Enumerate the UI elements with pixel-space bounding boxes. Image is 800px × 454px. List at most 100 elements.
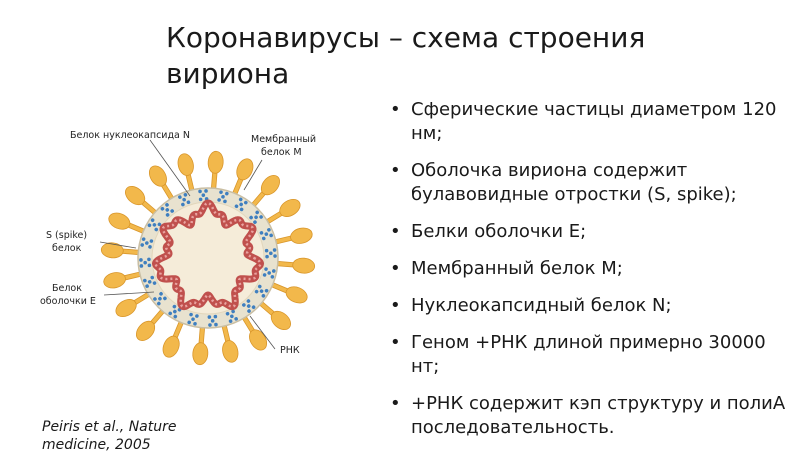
membrane-protein-dot (168, 311, 172, 316)
label-nucleocapsid: Белок нуклеокапсида N (70, 130, 190, 141)
membrane-protein-dot (165, 213, 170, 217)
leader-line (249, 315, 276, 350)
membrane-protein (168, 304, 182, 319)
membrane-protein-dot (147, 223, 152, 228)
membrane-protein-dot (152, 281, 157, 285)
membrane-protein-dot (183, 193, 188, 197)
membrane-protein-dot (147, 263, 152, 268)
membrane-protein (217, 190, 229, 204)
spike-head (222, 340, 239, 363)
membrane-protein-dot (159, 292, 163, 296)
membrane-protein-dot (239, 202, 243, 207)
membrane-protein-dot (246, 304, 251, 308)
membrane-protein-dot (271, 269, 276, 273)
membrane-protein-dot (259, 231, 264, 235)
membrane-protein-dot (143, 260, 147, 265)
membrane-protein-dot (228, 319, 233, 323)
membrane-protein-dot (189, 312, 193, 317)
spike-head (292, 257, 316, 274)
membrane-protein-dot (147, 280, 152, 284)
virion-icon: Белок нуклеокапсида N Мембранный белок M… (40, 130, 316, 366)
membrane-protein (242, 299, 256, 313)
spike-protein (262, 198, 301, 227)
leader-line (103, 291, 155, 296)
membrane-protein (249, 210, 263, 224)
spike-head (285, 286, 308, 304)
membrane-protein-dot (259, 289, 264, 293)
membrane-protein-dot (165, 208, 170, 212)
membrane-protein (143, 275, 157, 288)
bullet-item: Сферические частицы диаметром 120 нм; (390, 98, 790, 146)
membrane-protein-dot (249, 215, 253, 220)
spike-head (100, 242, 124, 259)
membrane-protein (140, 237, 154, 249)
membrane-protein-dot (157, 222, 162, 227)
membrane-protein-dot (255, 210, 259, 215)
spike-head (177, 153, 194, 176)
membrane-protein-dot (264, 232, 269, 236)
membrane-protein-dot (261, 294, 266, 298)
spike-head (162, 335, 180, 358)
bullet-item: Мембранный белок M; (390, 257, 790, 281)
membrane-protein-dot (214, 322, 218, 327)
membrane-protein-dot (193, 321, 197, 326)
membrane-protein-dot (173, 309, 177, 314)
membrane-protein-dot (204, 189, 208, 193)
membrane-protein-dot (157, 301, 161, 306)
membrane-protein-dot (149, 239, 154, 243)
membrane-protein-dot (153, 297, 157, 301)
membrane-protein-dot (158, 296, 162, 301)
spike-protein (207, 150, 224, 193)
spike-head (249, 329, 268, 351)
membrane-protein-dot (231, 309, 235, 314)
membrane-protein-dot (251, 305, 256, 309)
membrane-protein-dot (264, 267, 268, 271)
membrane-protein-dot (259, 215, 263, 219)
rna-strand-highlight (154, 201, 262, 308)
label-spike-line1: S (spike) (46, 230, 87, 241)
membrane-protein (178, 193, 191, 207)
membrane-protein-dot (254, 289, 259, 294)
spike-head (192, 342, 209, 366)
membrane-protein-dot (273, 254, 277, 258)
membrane-protein-dot (181, 202, 185, 207)
membrane-protein-dot (242, 303, 246, 307)
membrane-protein-dot (272, 248, 277, 252)
membrane-protein-dot (160, 207, 165, 211)
membrane-protein-dot (265, 254, 269, 259)
leader-line (149, 139, 191, 197)
spike-head (260, 175, 280, 196)
membrane-protein-dot (163, 296, 167, 301)
membrane-protein (259, 228, 273, 241)
membrane-protein-dot (207, 315, 212, 319)
membrane-protein-dot (267, 228, 271, 232)
label-membrane-line1: Мембранный (251, 134, 316, 145)
membrane-protein-dot (198, 189, 202, 194)
membrane-protein-dot (187, 320, 191, 325)
membrane-protein-dot (182, 197, 186, 202)
membrane-protein-dot (261, 236, 266, 241)
membrane-protein-dot (264, 248, 269, 253)
membrane-protein-dot (154, 227, 159, 232)
membrane-protein-dot (147, 257, 151, 262)
membrane-protein-dot (148, 245, 152, 249)
membrane-protein-dot (152, 223, 157, 227)
spike-protein (100, 242, 143, 259)
spike-head (148, 165, 167, 187)
membrane-protein-dot (145, 284, 149, 288)
spike-head (125, 186, 146, 206)
label-membrane-line2: белок M (261, 147, 302, 158)
spike-protein (192, 323, 209, 366)
membrane-protein-dot (254, 215, 258, 220)
membrane-protein (254, 284, 269, 298)
membrane-protein-dot (145, 241, 149, 245)
membrane-protein (264, 248, 277, 259)
membrane-protein (207, 314, 218, 327)
membrane-protein (160, 203, 174, 217)
membrane-protein-dot (262, 273, 267, 277)
membrane-protein-dot (201, 193, 206, 197)
membrane-protein-dot (141, 237, 146, 241)
bullet-item: +РНК содержит кэп структуру и полиA посл… (390, 392, 790, 440)
membrane-protein-dot (239, 207, 244, 212)
label-envelope-line2: оболочки E (40, 296, 96, 307)
